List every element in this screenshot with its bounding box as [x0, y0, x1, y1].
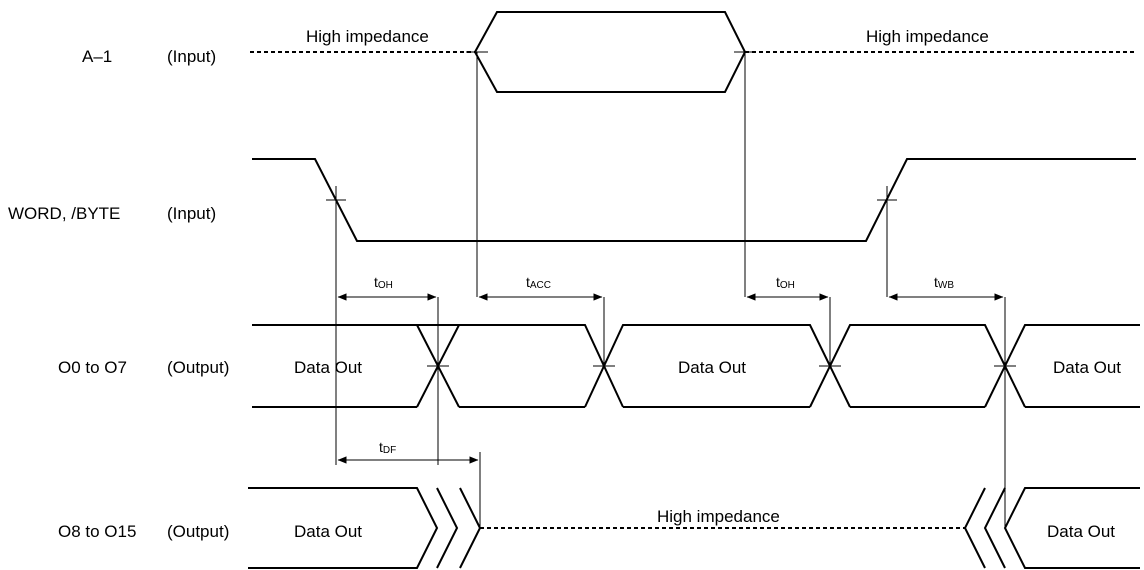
o8-o15-data-out-2: Data Out — [1047, 522, 1115, 541]
o8-o15-transition-chevrons — [436, 487, 482, 569]
timing-label-tacc: tACC — [526, 274, 551, 291]
a1-valid-window — [473, 11, 747, 93]
signal-dir-a-1: (Input) — [167, 47, 216, 66]
o8-o15-high-impedance-label: High impedance — [657, 507, 780, 526]
timing-label-tdf: tDF — [379, 439, 396, 456]
signal-dir-word-byte: (Input) — [167, 204, 216, 223]
o0-o7-data-out-1: Data Out — [294, 358, 362, 377]
signal-name-o0-o7: O0 to O7 — [58, 358, 127, 377]
signal-name-o8-o15: O8 to O15 — [58, 522, 136, 541]
timing-label-twb: tWB — [934, 274, 954, 291]
o8-o15-data-out-1: Data Out — [294, 522, 362, 541]
o0-o7-data-out-3: Data Out — [1053, 358, 1121, 377]
crossing-ticks — [326, 51, 1016, 367]
o0-o7-data-out-2: Data Out — [678, 358, 746, 377]
o8-o15-return-chevrons — [963, 487, 1006, 569]
signal-dir-o0-o7: (Output) — [167, 358, 229, 377]
timing-label-toh-1: tOH — [374, 274, 393, 291]
a1-high-impedance-label-right: High impedance — [866, 27, 989, 46]
timing-label-toh-2: tOH — [776, 274, 795, 291]
o8-o15-data-out-left — [248, 487, 439, 569]
signal-name-word-byte: WORD, /BYTE — [8, 204, 120, 223]
signal-name-a-1: A–1 — [82, 47, 112, 66]
signal-dir-o8-o15: (Output) — [167, 522, 229, 541]
a1-high-impedance-label-left: High impedance — [306, 27, 429, 46]
word-byte-waveform — [252, 158, 1136, 242]
